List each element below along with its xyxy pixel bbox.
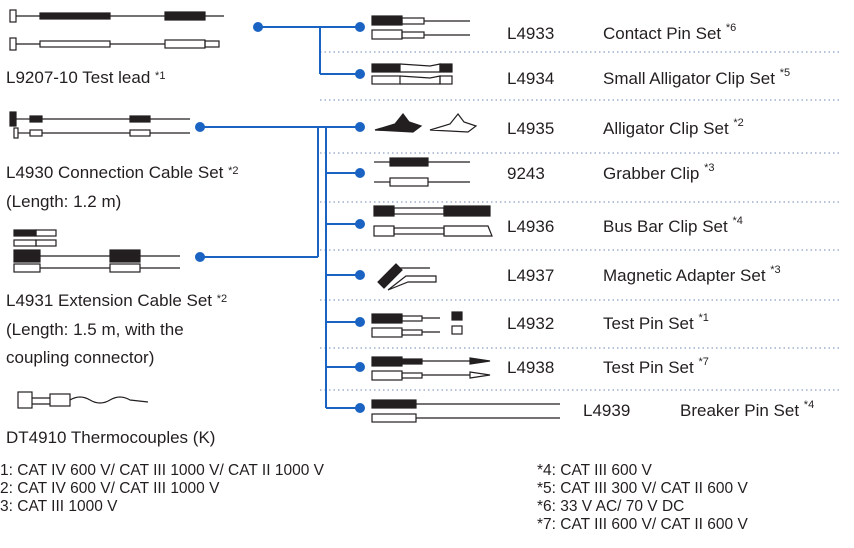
footnote-ref: *3 <box>704 162 715 174</box>
footnote: *3: CAT III 1000 V <box>0 498 118 515</box>
option-name: Magnetic Adapter Set *3 <box>603 264 781 285</box>
option-name: Bus Bar Clip Set *4 <box>603 215 743 236</box>
connection-cable-icon <box>9 111 190 139</box>
footnote-ref: *1 <box>698 312 709 324</box>
footnote-ref: *2 <box>216 293 228 305</box>
test-lead-icon <box>9 9 224 51</box>
magnetic-adapter-icon <box>377 263 437 291</box>
option-name: Grabber Clip *3 <box>603 162 715 183</box>
option-name: Small Alligator Clip Set *5 <box>603 67 791 88</box>
option-code: 9243 <box>507 164 545 183</box>
option-code: L4938 <box>507 358 555 377</box>
footnote-ref: *3 <box>770 264 781 276</box>
footnote-ref: *6 <box>725 22 737 34</box>
junction-dot <box>355 69 365 79</box>
source-sub-length: (Length: 1.2 m) <box>6 192 122 211</box>
footnote-ref: *4 <box>803 399 815 411</box>
small-alligator-icon <box>371 63 453 85</box>
junction-dot <box>195 122 205 132</box>
option-code: L4935 <box>507 119 555 138</box>
extension-cable-icon <box>13 229 180 273</box>
source-sub-coupling: coupling connector) <box>6 348 155 367</box>
footnote: *7: CAT III 600 V/ CAT II 600 V <box>537 516 748 533</box>
junction-dot <box>355 219 365 229</box>
footnote-ref: *7 <box>698 356 709 368</box>
source-label-thermocouple: DT4910 Thermocouples (K) <box>6 428 216 447</box>
option-name: Test Pin Set *1 <box>603 312 709 333</box>
junction-dot <box>355 317 365 327</box>
bus-bar-clip-icon <box>373 205 493 237</box>
footnote-ref: *4 <box>732 215 743 227</box>
source-label-extension-cable: L4931 Extension Cable Set *2 <box>6 291 227 311</box>
option-code: L4936 <box>507 217 555 236</box>
junction-dot <box>195 252 205 262</box>
option-code: L4937 <box>507 266 555 285</box>
footnote-ref: *2 <box>228 165 239 177</box>
junction-dot <box>355 22 365 32</box>
footnote: *2: CAT IV 600 V/ CAT III 1000 V <box>0 480 220 497</box>
footnote: *5: CAT III 300 V/ CAT II 600 V <box>537 480 748 497</box>
footnote: *6: 33 V AC/ 70 V DC <box>537 498 685 515</box>
footnote-ref: *2 <box>733 117 744 129</box>
junction-dot <box>355 403 365 413</box>
junction-dot <box>355 168 365 178</box>
option-code: L4933 <box>507 24 555 43</box>
source-name: L9207-10 Test lead <box>6 68 151 87</box>
test-pin-icon <box>371 311 463 338</box>
junction-dot <box>253 22 263 32</box>
contact-pin-icon <box>371 15 470 40</box>
breaker-pin-icon <box>371 399 560 423</box>
source-name: L4930 Connection Cable Set <box>6 163 224 182</box>
option-name: Alligator Clip Set *2 <box>603 117 744 138</box>
source-label-test-lead: L9207-10 Test lead *1 <box>6 68 165 88</box>
option-name: Contact Pin Set *6 <box>603 22 737 43</box>
source-sub-length: (Length: 1.5 m, with the <box>6 320 184 339</box>
grabber-clip-icon <box>374 157 470 187</box>
option-code: L4934 <box>507 69 555 88</box>
option-code: L4939 <box>583 401 631 420</box>
junction-dot <box>355 122 365 132</box>
row-dividers <box>320 51 840 391</box>
footnote-ref: *1 <box>155 70 166 82</box>
option-name: Breaker Pin Set *4 <box>680 399 815 420</box>
test-lead-branch <box>258 26 360 75</box>
alligator-clip-icon <box>374 113 478 133</box>
option-name: Test Pin Set *7 <box>603 356 709 377</box>
footnote: *4: CAT III 600 V <box>537 462 652 479</box>
footnote-ref: *5 <box>779 67 791 79</box>
junction-dot <box>355 362 365 372</box>
footnote: *1: CAT IV 600 V/ CAT III 1000 V/ CAT II… <box>0 462 324 479</box>
test-pin-set-icon <box>371 356 491 381</box>
thermocouple-icon <box>17 391 149 409</box>
source-name: L4931 Extension Cable Set <box>6 291 213 310</box>
option-code: L4932 <box>507 314 555 333</box>
source-label-connection-cable: L4930 Connection Cable Set *2 <box>6 163 239 183</box>
cable-branch <box>200 126 360 409</box>
junction-dot <box>355 270 365 280</box>
